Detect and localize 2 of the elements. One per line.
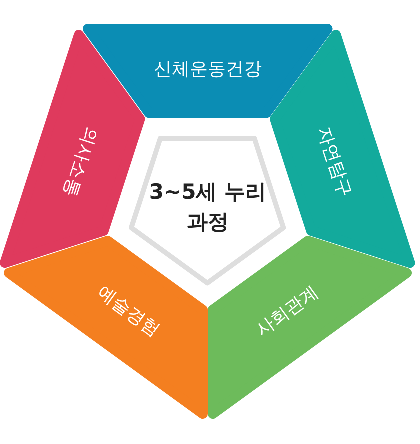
category-label: 신체운동건강 <box>154 58 262 82</box>
center-title: 3~5세 누리과정 <box>148 178 268 236</box>
